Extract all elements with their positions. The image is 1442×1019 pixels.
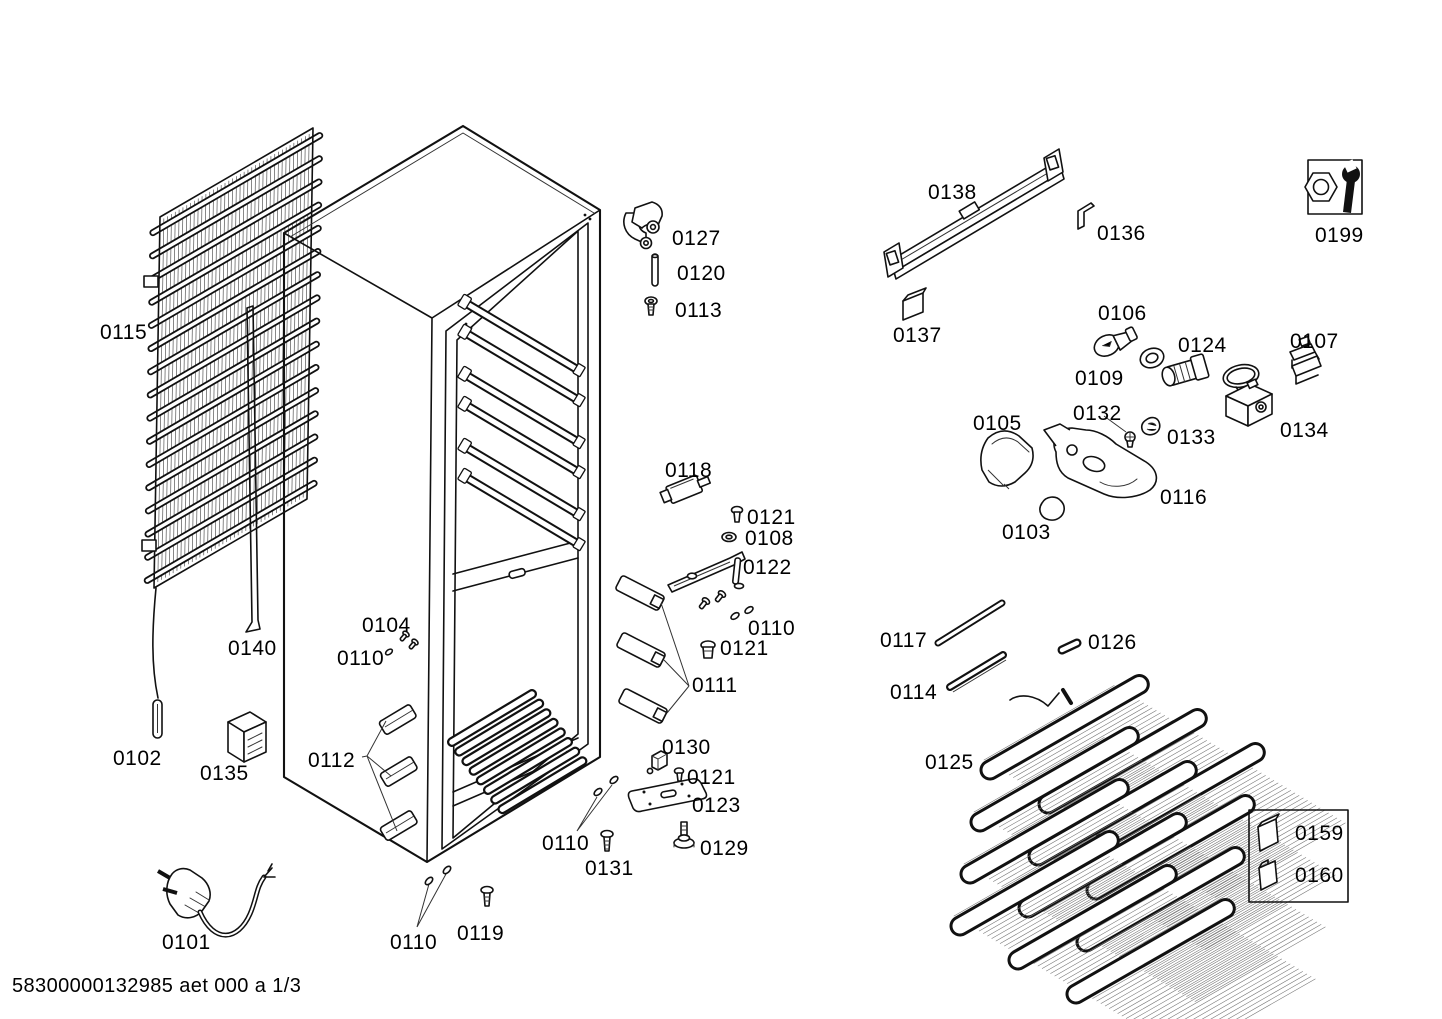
pin-0120 — [651, 253, 659, 287]
plinth-rail-0138 — [883, 148, 1065, 280]
part-label-p0107: 0107 — [1290, 330, 1339, 353]
hinge-covers-0112 — [378, 704, 418, 841]
part-label-p0133: 0133 — [1167, 426, 1216, 449]
screws-and-rings-0110d — [698, 589, 754, 621]
part-label-p0102: 0102 — [113, 747, 162, 770]
part-label-p0112: 0112 — [308, 749, 356, 772]
terminal-block — [227, 711, 267, 763]
tube-0140 — [245, 305, 261, 633]
part-label-p0137: 0137 — [893, 324, 942, 347]
angle-0136 — [1077, 202, 1095, 230]
tube-0114 — [946, 651, 1007, 693]
part-label-p0134: 0134 — [1280, 419, 1329, 442]
document-number: 58300000132985 aet 000 a 1/3 — [12, 975, 302, 997]
part-label-p0125: 0125 — [925, 751, 974, 774]
washer-0108 — [721, 531, 737, 543]
part-label-p0109: 0109 — [1075, 367, 1124, 390]
seal-ring-0109 — [1139, 347, 1165, 369]
part-label-p0114: 0114 — [890, 681, 938, 704]
part-label-p0132: 0132 — [1073, 402, 1122, 425]
part-label-p0160: 0160 — [1295, 864, 1344, 887]
cap-0103 — [1039, 496, 1065, 521]
plate-icon-0159 — [1257, 818, 1279, 852]
clip-0133 — [1140, 416, 1161, 436]
part-label-p0118: 0118 — [665, 459, 713, 482]
screw-0119-rings-0110b — [424, 865, 494, 907]
lamp-housing-0116 — [1043, 423, 1158, 499]
end-cover-0105 — [980, 430, 1034, 490]
part-label-p0121c: 0121 — [687, 766, 736, 789]
part-label-p0105: 0105 — [973, 412, 1022, 435]
tool-required-box — [1304, 159, 1363, 215]
part-label-p0130: 0130 — [662, 736, 711, 759]
shelf-rails — [457, 293, 586, 552]
part-label-p0136: 0136 — [1097, 222, 1146, 245]
screw-0132 — [1124, 431, 1136, 448]
part-label-p0135: 0135 — [200, 762, 249, 785]
part-label-p0129: 0129 — [700, 837, 749, 860]
part-label-p0127: 0127 — [672, 227, 721, 250]
hinge-bracket-0127 — [623, 201, 663, 250]
part-label-p0119: 0119 — [457, 922, 505, 945]
evaporator-pipes — [1009, 688, 1073, 707]
part-label-p0110b: 0110 — [390, 931, 438, 954]
part-label-p0103: 0103 — [1002, 521, 1051, 544]
clip-0130 — [646, 750, 668, 775]
part-label-p0138: 0138 — [928, 181, 977, 204]
part-label-p0116: 0116 — [1160, 486, 1208, 509]
part-label-p0110c: 0110 — [542, 832, 590, 855]
screw-0121a — [730, 505, 744, 523]
part-label-p0122: 0122 — [743, 556, 792, 579]
part-label-p0131: 0131 — [585, 857, 634, 880]
stud-0121b — [700, 640, 716, 659]
part-label-p0117: 0117 — [880, 629, 928, 652]
part-label-p0111: 0111 — [692, 674, 738, 697]
thermostat-0134 — [1225, 378, 1273, 427]
part-label-p0199: 0199 — [1315, 224, 1364, 247]
power-cord — [156, 863, 276, 938]
evaporator-0125 — [949, 674, 1346, 1019]
part-label-p0108: 0108 — [745, 527, 794, 550]
part-label-p0159: 0159 — [1295, 822, 1344, 845]
screw-0121c — [673, 767, 685, 782]
wrench-icon — [1342, 159, 1360, 213]
part-label-p0126: 0126 — [1088, 631, 1137, 654]
screw-0113 — [644, 296, 658, 316]
freezer-floor-slots — [447, 689, 588, 815]
part-label-p0124: 0124 — [1178, 334, 1227, 357]
part-label-p0101: 0101 — [162, 931, 211, 954]
lamp-socket-0124 — [1161, 353, 1210, 387]
part-label-p0110d: 0110 — [748, 617, 796, 640]
brackets-0111 — [615, 575, 668, 724]
capillary-0102 — [152, 587, 163, 739]
bulb-0106 — [1093, 326, 1138, 357]
part-label-p0106: 0106 — [1098, 302, 1147, 325]
foot-bolt-0129 — [673, 821, 695, 849]
part-label-p0121b: 0121 — [720, 637, 769, 660]
condenser-outline — [141, 127, 314, 589]
cover-0137 — [902, 287, 927, 321]
leader-lines — [361, 415, 1127, 928]
bracket-0107 — [1289, 335, 1322, 385]
plate-icon-0160 — [1258, 860, 1278, 891]
tube-0117 — [934, 599, 1006, 647]
part-label-p0120: 0120 — [677, 262, 726, 285]
part-label-p0115: 0115 — [100, 321, 148, 344]
condenser-coil — [143, 131, 324, 585]
cabinet-body — [282, 124, 602, 864]
screws-0104-ring-0110a — [384, 630, 419, 656]
part-label-p0110a: 0110 — [337, 647, 385, 670]
part-label-p0123: 0123 — [692, 794, 741, 817]
switch-0118 — [659, 474, 712, 504]
part-label-p0121a: 0121 — [747, 506, 796, 529]
part-label-p0104: 0104 — [362, 614, 411, 637]
plate-0123 — [627, 778, 708, 813]
hinge-0122 — [667, 551, 746, 593]
part-label-p0140: 0140 — [228, 637, 277, 660]
part-label-p0113: 0113 — [675, 299, 723, 322]
sleeve-0126 — [1057, 638, 1082, 655]
screw-0131 — [593, 775, 619, 852]
fitting-kit-box — [1248, 809, 1349, 903]
